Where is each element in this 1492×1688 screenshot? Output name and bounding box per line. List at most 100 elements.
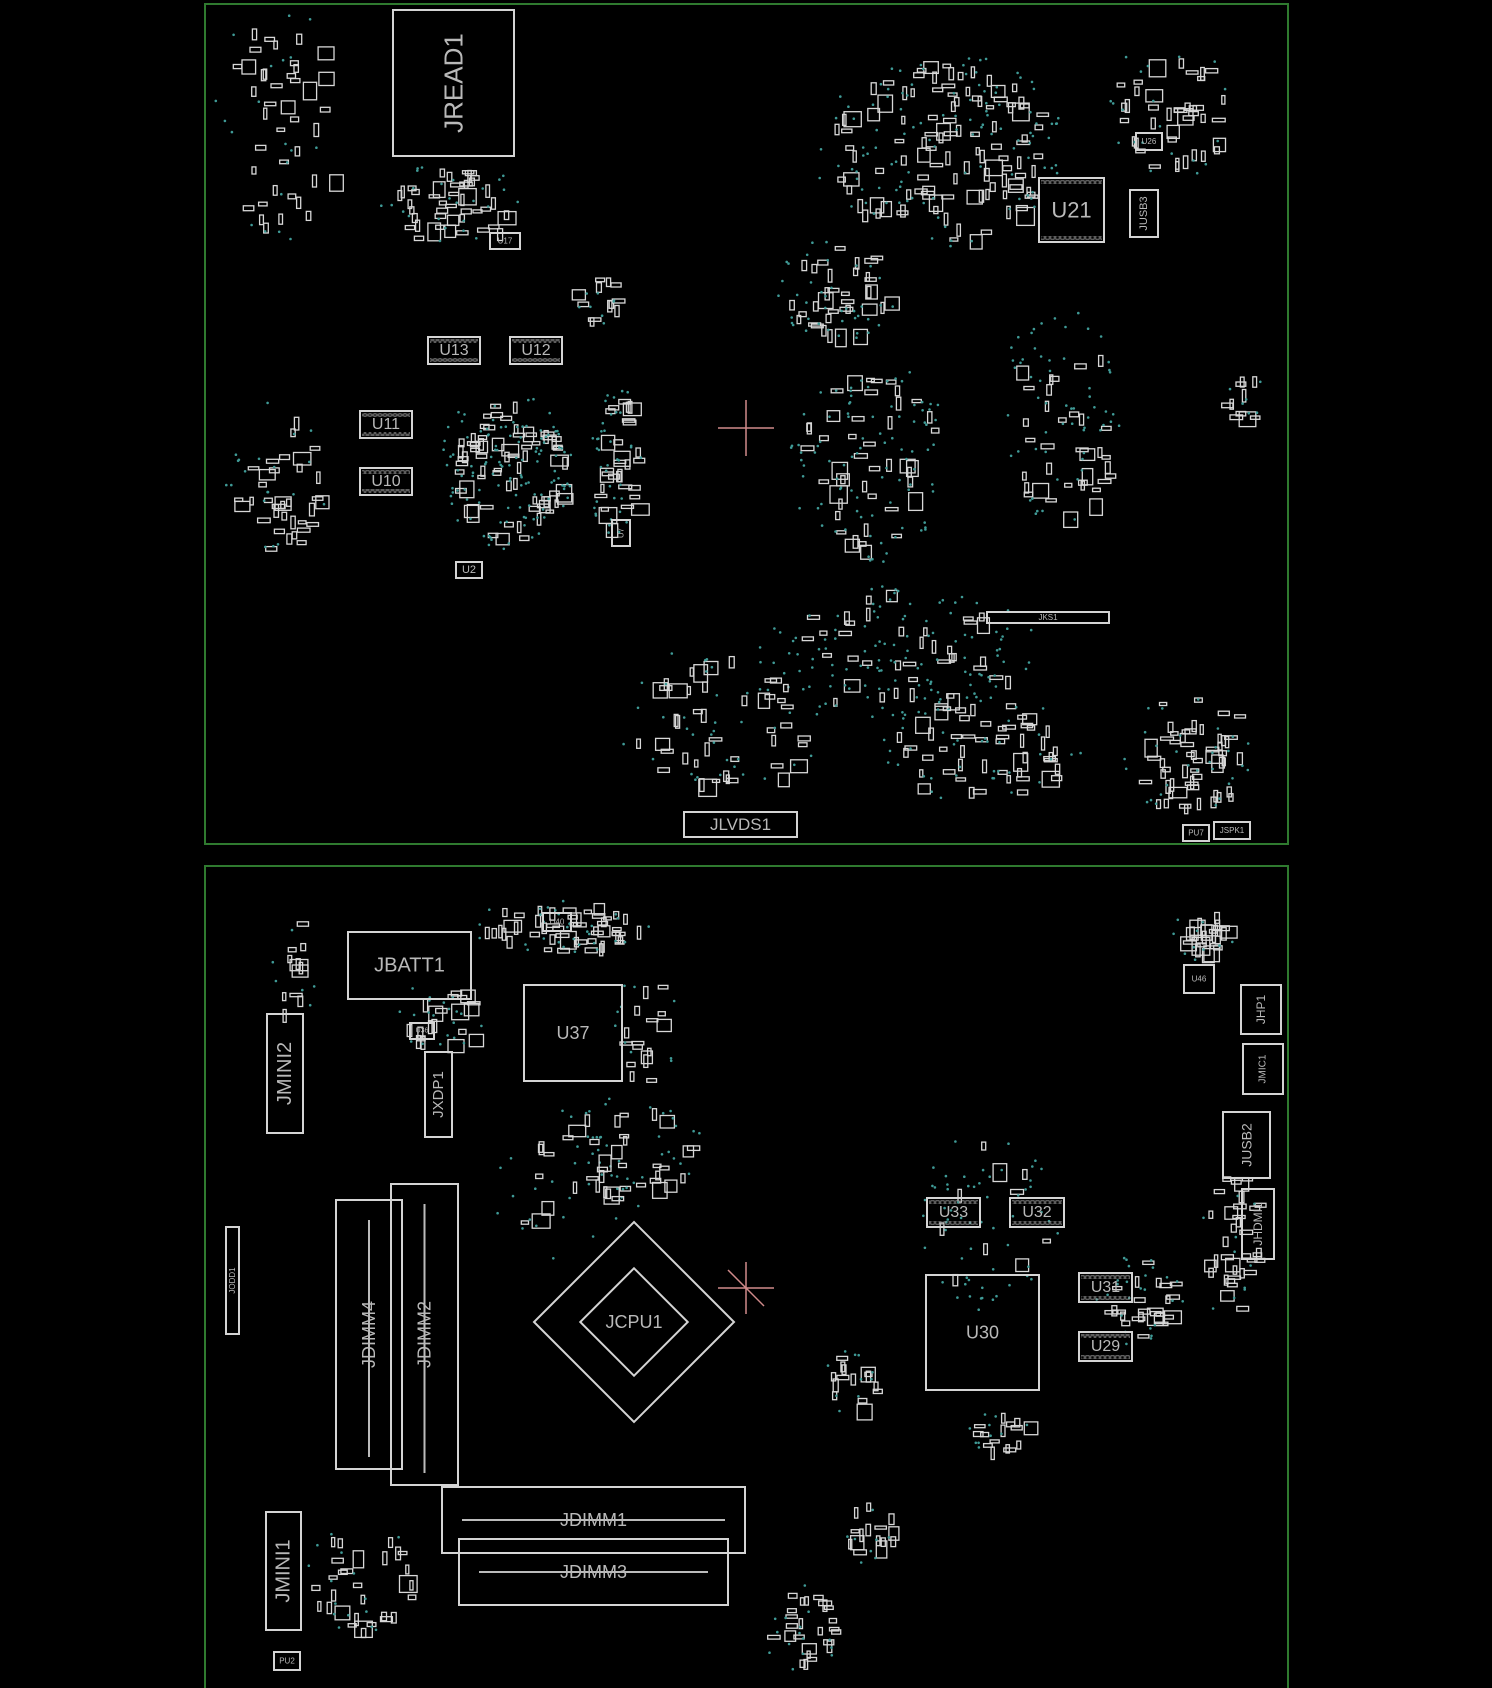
smd-pad <box>981 1141 987 1151</box>
component-u13[interactable]: U13 <box>427 336 481 365</box>
pin-row <box>362 413 410 417</box>
via <box>829 685 832 688</box>
via <box>931 483 934 486</box>
via <box>906 649 909 653</box>
component-u31[interactable]: U31 <box>1078 1272 1133 1303</box>
component-jusb3[interactable]: JUSB3 <box>1129 189 1159 238</box>
via <box>785 260 788 264</box>
component-outline <box>1213 821 1251 840</box>
via <box>1218 944 1221 947</box>
via <box>866 152 869 155</box>
smd-pad <box>577 301 590 308</box>
via <box>590 924 594 928</box>
bottom-board-outline <box>204 865 1289 1688</box>
via <box>1029 1179 1032 1182</box>
component-u17[interactable]: U17 <box>489 232 521 250</box>
via <box>1143 1288 1147 1291</box>
component-jlvds1[interactable]: JLVDS1 <box>683 811 798 838</box>
via <box>554 454 558 458</box>
component-jdimm2[interactable]: JDIMM2 <box>390 1183 459 1486</box>
component-u40[interactable]: U40 <box>542 912 572 932</box>
via <box>818 176 821 180</box>
component-u10[interactable]: U10 <box>359 467 413 496</box>
smd-pad <box>352 1582 363 1589</box>
component-u33[interactable]: U33 <box>926 1197 981 1228</box>
via <box>1176 918 1180 922</box>
smd-pad <box>1191 719 1197 733</box>
component-jodd1[interactable]: JODD1 <box>225 1226 240 1335</box>
via <box>603 429 606 433</box>
via <box>758 688 762 691</box>
via <box>1086 327 1090 331</box>
smd-pad <box>1249 415 1261 420</box>
via <box>1034 447 1038 451</box>
via <box>594 514 598 517</box>
component-u46[interactable]: U46 <box>1183 964 1215 994</box>
via <box>828 1638 831 1642</box>
component-u21[interactable]: U21 <box>1038 177 1105 243</box>
component-u12[interactable]: U12 <box>509 336 563 365</box>
smd-pad <box>904 745 918 751</box>
component-label: JHP1 <box>1254 995 1268 1025</box>
via <box>599 465 603 469</box>
component-jhp1[interactable]: JHP1 <box>1240 984 1282 1035</box>
smd-pad <box>1212 137 1227 153</box>
component-outline <box>409 1022 435 1040</box>
via <box>866 666 870 669</box>
smd-pad <box>1232 1265 1238 1275</box>
component-u30[interactable]: U30 <box>925 1274 1040 1391</box>
via <box>998 647 1002 651</box>
smd-pad <box>1233 714 1247 719</box>
via <box>493 404 497 408</box>
component-u11[interactable]: U11 <box>359 410 413 439</box>
component-jspk1[interactable]: JSPK1 <box>1213 821 1251 840</box>
smd-pad <box>522 426 535 443</box>
component-jusb2[interactable]: JUSB2 <box>1222 1111 1271 1179</box>
component-jdimm1[interactable]: JDIMM1 <box>441 1486 746 1554</box>
component-jbatt1[interactable]: JBATT1 <box>347 931 472 1000</box>
smd-pad <box>1019 103 1030 109</box>
smd-pad <box>980 229 993 236</box>
via <box>1070 407 1073 410</box>
component-jmini2[interactable]: JMINI2 <box>266 1013 304 1134</box>
via <box>1141 141 1144 144</box>
component-label: JMIC1 <box>1258 1054 1269 1083</box>
via <box>534 1187 537 1190</box>
component-jks1[interactable]: JKS1 <box>986 611 1110 624</box>
via <box>1231 777 1234 780</box>
component-pu7[interactable]: PU7 <box>1182 824 1210 842</box>
via <box>472 199 475 203</box>
component-u36[interactable]: U36 <box>409 1022 435 1040</box>
via <box>922 1214 925 1218</box>
component-jdimm4[interactable]: JDIMM4 <box>335 1199 403 1470</box>
component-u26[interactable]: U26 <box>1135 132 1163 151</box>
component-jread1[interactable]: JREAD1 <box>392 9 515 157</box>
component-u32[interactable]: U32 <box>1009 1197 1065 1228</box>
component-jmic1[interactable]: JMIC1 <box>1242 1043 1284 1095</box>
via <box>710 733 713 736</box>
smd-pad <box>1162 766 1171 773</box>
component-jcpu1[interactable]: JCPU1 <box>532 1220 736 1424</box>
component-u7[interactable]: U7 <box>611 519 631 547</box>
component-pu2[interactable]: PU2 <box>273 1651 301 1671</box>
smd-pad <box>503 210 510 221</box>
component-u29[interactable]: U29 <box>1078 1331 1133 1362</box>
via <box>960 595 964 599</box>
component-u37[interactable]: U37 <box>523 984 623 1082</box>
via <box>936 708 940 711</box>
component-jdimm3[interactable]: JDIMM3 <box>458 1538 729 1606</box>
via <box>484 462 487 466</box>
component-jxdp1[interactable]: JXDP1 <box>424 1051 453 1138</box>
component-u2[interactable]: U2 <box>455 561 483 579</box>
smd-pad <box>513 477 518 490</box>
smd-pad <box>798 311 807 318</box>
component-jmini1[interactable]: JMINI1 <box>265 1511 302 1631</box>
component-jhdmi1[interactable]: JHDMI1 <box>1241 1188 1275 1260</box>
smd-pad <box>1191 149 1198 162</box>
via <box>412 1013 416 1017</box>
smd-pad <box>490 197 497 210</box>
via <box>1246 768 1250 772</box>
